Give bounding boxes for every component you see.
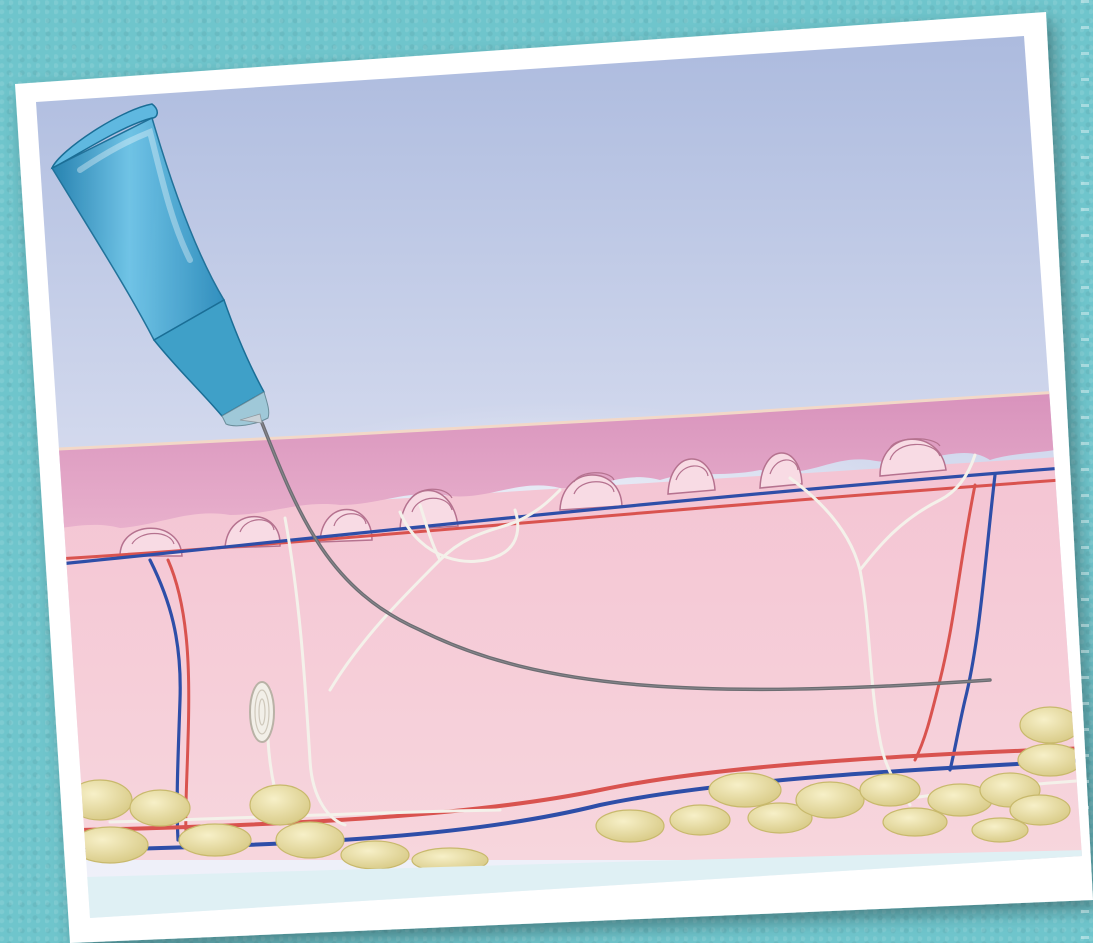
pacinian-corpuscle-icon: [250, 682, 274, 742]
edge-dash-decoration: [1081, 0, 1089, 943]
